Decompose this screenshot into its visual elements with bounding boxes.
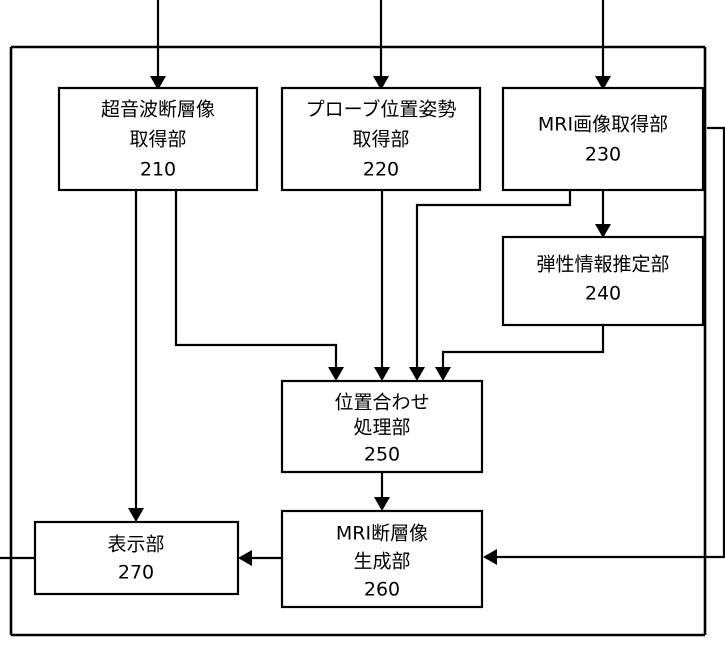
arrow-into-210 [150,76,166,90]
block-240[interactable]: 弾性情報推定部 240 [501,235,705,327]
arrow-into-260-right [483,549,497,565]
block-220[interactable]: プローブ位置姿勢 取得部 220 [280,86,482,192]
arrow-into-260-top [374,497,390,511]
block-250-line1: 位置合わせ [334,392,429,414]
block-260-line2: 生成部 [353,551,410,573]
block-270-rect[interactable] [33,520,240,596]
line-230-to-260 [493,126,725,559]
block-260[interactable]: MRI断層像 生成部 260 [280,509,484,609]
arrow-into-250-d [435,367,451,381]
arrow-into-250-a [328,367,344,381]
block-260-line1: MRI断層像 [336,523,428,545]
arrow-into-250-c [409,367,425,381]
block-230[interactable]: MRI画像取得部 230 [501,86,705,192]
block-240-number: 240 [585,283,621,305]
block-210-rect[interactable] [57,86,259,192]
block-260-rect[interactable] [280,509,484,609]
arrow-into-250-b [374,367,390,381]
block-250-line2: 処理部 [353,417,410,439]
block-220-line1: プローブ位置姿勢 [306,98,457,121]
block-270-line1: 表示部 [107,534,164,556]
block-250-number: 250 [364,444,400,466]
block-210-line1: 超音波断層像 [101,99,215,121]
block-220-number: 220 [363,159,399,181]
block-240-line1: 弾性情報推定部 [536,254,669,276]
arrow-into-240 [595,224,611,238]
block-270[interactable]: 表示部 270 [33,520,240,596]
block-240-rect[interactable] [501,235,705,327]
block-230-line1: MRI画像取得部 [538,114,668,136]
line-230-to-250 [415,190,572,371]
arrow-into-270-right [238,550,252,566]
block-230-number: 230 [585,144,621,166]
block-260-number: 260 [364,579,400,601]
block-210-line2: 取得部 [129,129,186,151]
line-210-to-250 [174,190,338,371]
block-230-rect[interactable] [501,86,705,192]
block-210-number: 210 [140,159,176,181]
arrow-into-270-top [128,508,144,522]
block-270-number: 270 [118,562,154,584]
block-220-rect[interactable] [280,86,482,192]
block-250-rect[interactable] [280,379,484,474]
arrow-into-220 [373,76,389,90]
line-240-to-250 [441,325,605,371]
block-210[interactable]: 超音波断層像 取得部 210 [57,86,259,192]
block-250[interactable]: 位置合わせ 処理部 250 [280,379,484,474]
arrow-into-230 [595,76,611,90]
block-220-line2: 取得部 [352,129,409,151]
